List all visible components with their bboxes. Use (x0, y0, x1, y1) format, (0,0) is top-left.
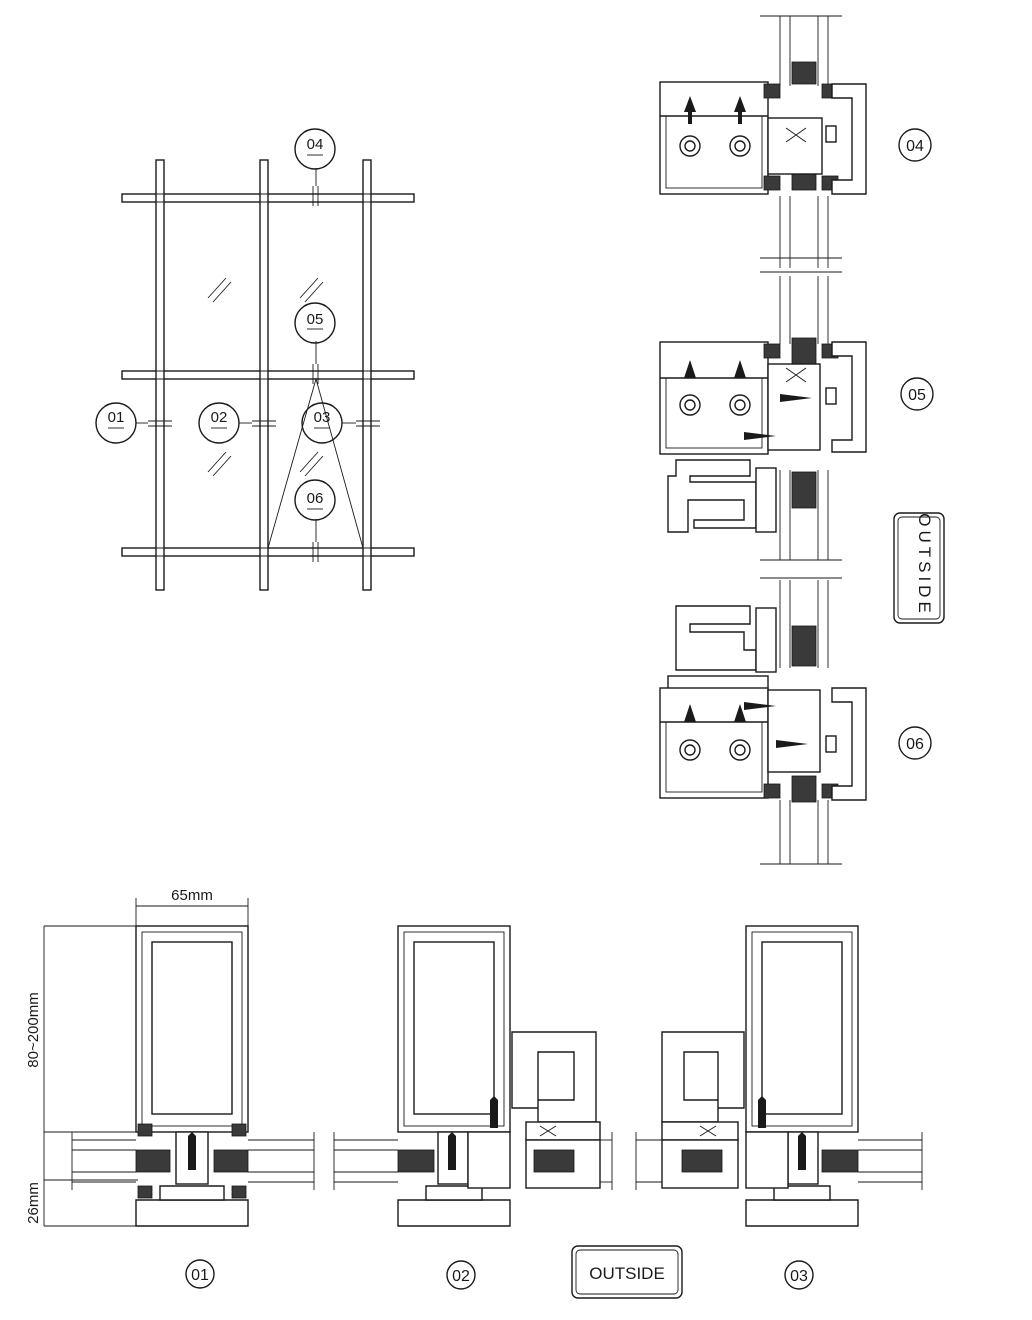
mullion-right (362, 159, 372, 591)
section-02-label: 02 (452, 1268, 470, 1285)
section-05-label: 05 (908, 387, 926, 404)
section-01-label: 01 (191, 1267, 209, 1284)
mullion-left (155, 159, 165, 591)
glass-hatch-marks (207, 277, 324, 477)
dimension-width: 65mm (171, 887, 213, 904)
marker-01: 01 (95, 402, 137, 444)
marker-04: 04 (294, 128, 336, 170)
screw-anchors (679, 96, 751, 157)
horizontal-section-01: 65mm 80~200mm 26mm 01 (25, 887, 315, 1289)
vertical-section-04: 04 (659, 15, 932, 273)
marker-03-label: 03 (314, 409, 331, 426)
outside-label-vertical: OUTSIDE (915, 513, 934, 617)
marker-06: 06 (294, 479, 336, 521)
marker-05: 05 (294, 302, 336, 344)
marker-02: 02 (198, 402, 240, 444)
vent-sash-section (667, 459, 842, 691)
dimension-lines (43, 898, 249, 1227)
horizontal-section-03: 03 (635, 925, 923, 1290)
mullion-center (259, 159, 269, 591)
vertical-section-05: 05 (659, 276, 934, 455)
marker-06-label: 06 (307, 490, 324, 507)
vertical-section-06: 06 (659, 687, 932, 865)
outside-tag-horizontal: OUTSIDE (571, 1245, 683, 1299)
section-cut-ticks (136, 168, 380, 562)
horizontal-section-02: 02 (333, 925, 613, 1290)
outside-tag-vertical: OUTSIDE (893, 512, 945, 624)
marker-01-label: 01 (108, 409, 125, 426)
marker-04-label: 04 (307, 136, 324, 153)
marker-02-label: 02 (211, 409, 228, 426)
section-06-label: 06 (906, 736, 924, 753)
elevation-view: 04 05 01 02 03 06 (95, 128, 415, 591)
marker-05-label: 05 (307, 311, 324, 328)
outside-label-horizontal: OUTSIDE (589, 1264, 665, 1283)
dimension-depth: 80~200mm (25, 992, 42, 1067)
marker-03: 03 (301, 402, 343, 444)
section-04-label: 04 (906, 138, 924, 155)
vent-opening-indicator (267, 377, 364, 549)
dimension-cap: 26mm (25, 1182, 42, 1224)
section-03-label: 03 (790, 1268, 808, 1285)
